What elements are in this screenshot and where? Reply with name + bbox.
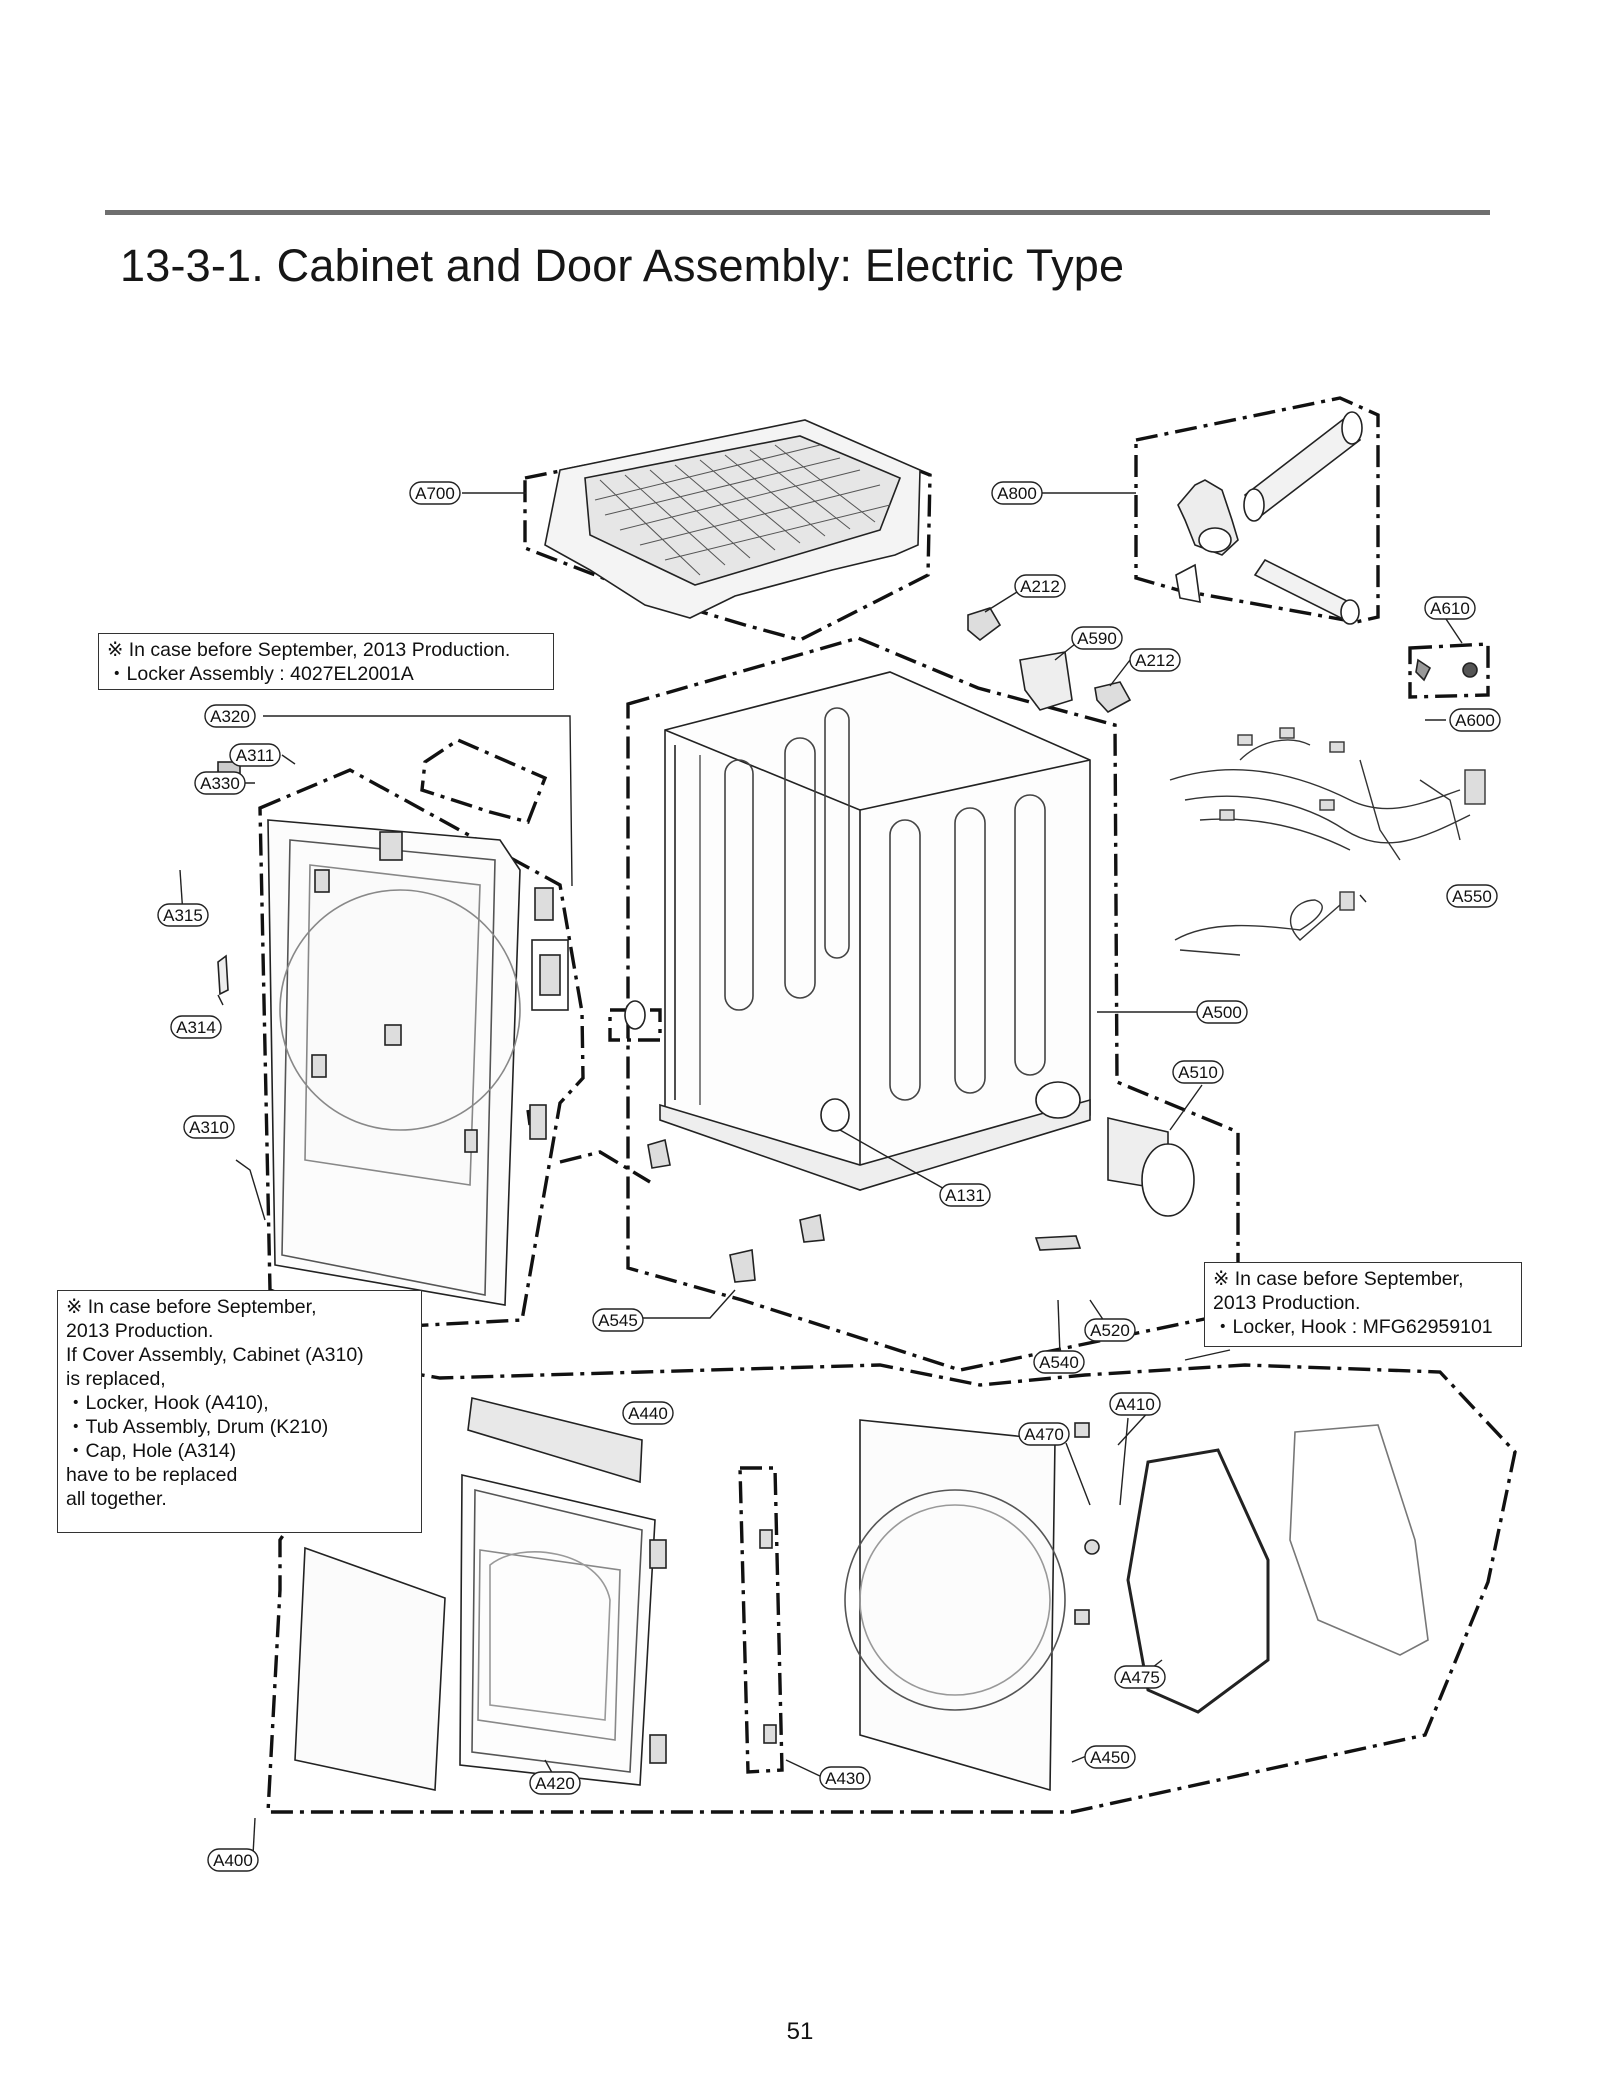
- note-left-line-2: 2013 Production.: [66, 1320, 214, 1342]
- part-label-box: [991, 481, 1043, 505]
- part-label-box: [529, 1771, 581, 1795]
- part-label-a500: A500: [1202, 1003, 1242, 1022]
- part-label-a800: A800: [997, 484, 1037, 503]
- part-label-a400: A400: [213, 1851, 253, 1870]
- part-label-box: [194, 771, 246, 795]
- part-label-box: [157, 903, 209, 927]
- note-left-line-5: ・Locker, Hook (A410),: [66, 1392, 269, 1414]
- part-label-box: [819, 1766, 871, 1790]
- part-label-box: [1033, 1350, 1085, 1374]
- part-label-a310: A310: [189, 1118, 229, 1137]
- part-label-box: [939, 1183, 991, 1207]
- part-label-a430: A430: [825, 1769, 865, 1788]
- note-left-line-8: have to be replaced: [66, 1464, 238, 1486]
- part-label-box: [183, 1115, 235, 1139]
- part-label-box: [622, 1401, 674, 1425]
- part-label-a510: A510: [1178, 1063, 1218, 1082]
- part-label-a540: A540: [1039, 1353, 1079, 1372]
- note-top-line-1: ※ In case before September, 2013 Product…: [107, 639, 511, 661]
- part-label-box: [1424, 596, 1476, 620]
- part-label-a590: A590: [1077, 629, 1117, 648]
- front-cover-a310-illustration: [217, 761, 569, 1306]
- part-label-a610: A610: [1430, 599, 1470, 618]
- note-left-line-6: ・Tub Assembly, Drum (K210): [66, 1416, 329, 1438]
- header-rule: [105, 210, 1490, 215]
- part-label-a700: A700: [415, 484, 455, 503]
- part-label-a311: A311: [236, 746, 274, 765]
- page-number: 51: [786, 2018, 814, 2045]
- part-label-box: [1071, 626, 1123, 650]
- part-label-box: [1114, 1665, 1166, 1689]
- note-right-line-3: ・Locker, Hook : MFG62959101: [1213, 1316, 1493, 1338]
- note-right-line-1: ※ In case before September,: [1213, 1268, 1464, 1290]
- part-label-a410: A410: [1115, 1395, 1155, 1414]
- note-left-line-7: ・Cap, Hole (A314): [66, 1440, 237, 1462]
- wire-harness-illustration: [1169, 727, 1486, 956]
- part-label-box: [1129, 648, 1181, 672]
- part-label-a320: A320: [210, 707, 250, 726]
- part-label-a131: A131: [945, 1186, 985, 1205]
- note-left-line-4: is replaced,: [66, 1368, 166, 1390]
- part-label-box: [1084, 1745, 1136, 1769]
- cabinet-a500-illustration: [624, 671, 1091, 1191]
- note-left-line-1: ※ In case before September,: [66, 1296, 317, 1318]
- part-label-box: [1196, 1000, 1248, 1024]
- rack-a700-illustration: [544, 419, 921, 619]
- note-right-line-2: 2013 Production.: [1213, 1292, 1361, 1314]
- page-title: 13-3-1. Cabinet and Door Assembly: Elect…: [120, 240, 1125, 291]
- part-label-box: [1172, 1060, 1224, 1084]
- part-label-a545: A545: [598, 1311, 638, 1330]
- part-label-a470: A470: [1024, 1425, 1064, 1444]
- part-label-a475: A475: [1120, 1668, 1160, 1687]
- part-label-a600: A600: [1455, 711, 1495, 730]
- part-label-box: [1084, 1318, 1136, 1342]
- part-label-box: [229, 743, 281, 767]
- note-cover-replacement: ※ In case before September, 2013 Product…: [57, 1290, 422, 1533]
- part-label-a315: A315: [163, 906, 203, 925]
- part-label-box: [1449, 708, 1501, 732]
- note-locker-hook: ※ In case before September, 2013 Product…: [1204, 1262, 1522, 1347]
- note-locker-assembly: ※ In case before September, 2013 Product…: [98, 633, 554, 690]
- part-label-box: [1018, 1422, 1070, 1446]
- part-label-a212: A212: [1135, 651, 1175, 670]
- part-label-a450: A450: [1090, 1748, 1130, 1767]
- door-assembly-illustration: [294, 1397, 1429, 1792]
- part-label-a330: A330: [200, 774, 240, 793]
- part-label-a520: A520: [1090, 1321, 1130, 1340]
- part-label-box: [207, 1848, 259, 1872]
- part-label-a212: A212: [1020, 577, 1060, 596]
- part-label-box: [592, 1308, 644, 1332]
- part-label-box: [1014, 574, 1066, 598]
- part-label-box: [409, 481, 461, 505]
- note-left-line-3: If Cover Assembly, Cabinet (A310): [66, 1344, 364, 1366]
- part-label-box: [170, 1015, 222, 1039]
- part-label-a550: A550: [1452, 887, 1492, 906]
- note-left-line-9: all together.: [66, 1488, 167, 1510]
- small-parts-illustration: [647, 607, 1478, 1283]
- duct-kit-a800-illustration: [1175, 411, 1363, 625]
- part-label-a314: A314: [176, 1018, 216, 1037]
- part-label-a440: A440: [628, 1404, 668, 1423]
- part-label-a420: A420: [535, 1774, 575, 1793]
- part-label-box: [1446, 884, 1498, 908]
- part-label-box: [1109, 1392, 1161, 1416]
- part-label-box: [204, 704, 256, 728]
- note-top-line-2: ・Locker Assembly : 4027EL2001A: [107, 663, 414, 685]
